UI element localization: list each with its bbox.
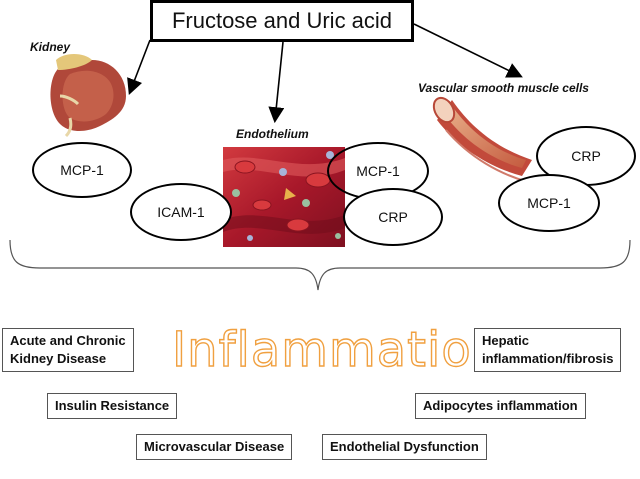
outcome-microvascular: Microvascular Disease <box>136 434 293 460</box>
arrow-to-vsmc <box>413 23 523 78</box>
arrow-to-endothelium <box>268 41 285 124</box>
arrow-to-kidney <box>127 39 151 95</box>
title-box: Fructose and Uric acid <box>150 0 414 42</box>
outcome-endothelial: Endothelial Dysfunction <box>322 434 487 460</box>
outcome-ckd: Acute and Chronic Kidney Disease <box>2 328 134 372</box>
marker-oval-icam1: ICAM-1 <box>130 183 232 241</box>
inflammation-heading: Inflammation <box>171 321 504 378</box>
outcome-adipocytes: Adipocytes inflammation <box>415 393 586 419</box>
marker-label: CRP <box>571 148 601 164</box>
marker-oval-kidney-mcp1: MCP-1 <box>32 142 132 198</box>
kidney-illustration <box>50 54 126 138</box>
endothelium-caption: Endothelium <box>236 127 309 141</box>
outcome-hepatic: Hepatic inflammation/fibrosis <box>474 328 622 372</box>
marker-label: MCP-1 <box>60 162 104 178</box>
grouping-brace <box>9 239 631 291</box>
endothelium-illustration <box>223 147 345 247</box>
marker-oval-vsmc-mcp1: MCP-1 <box>498 174 600 232</box>
vsmc-caption: Vascular smooth muscle cells <box>418 81 589 95</box>
marker-label: MCP-1 <box>527 195 571 211</box>
kidney-caption: Kidney <box>30 40 71 54</box>
marker-label: MCP-1 <box>356 163 400 179</box>
vessel-illustration <box>432 96 532 183</box>
marker-label: ICAM-1 <box>157 204 205 220</box>
outcome-insulin-resistance: Insulin Resistance <box>47 393 178 419</box>
marker-label: CRP <box>378 209 408 225</box>
title-text: Fructose and Uric acid <box>171 8 393 33</box>
marker-oval-endo-crp: CRP <box>343 188 443 246</box>
